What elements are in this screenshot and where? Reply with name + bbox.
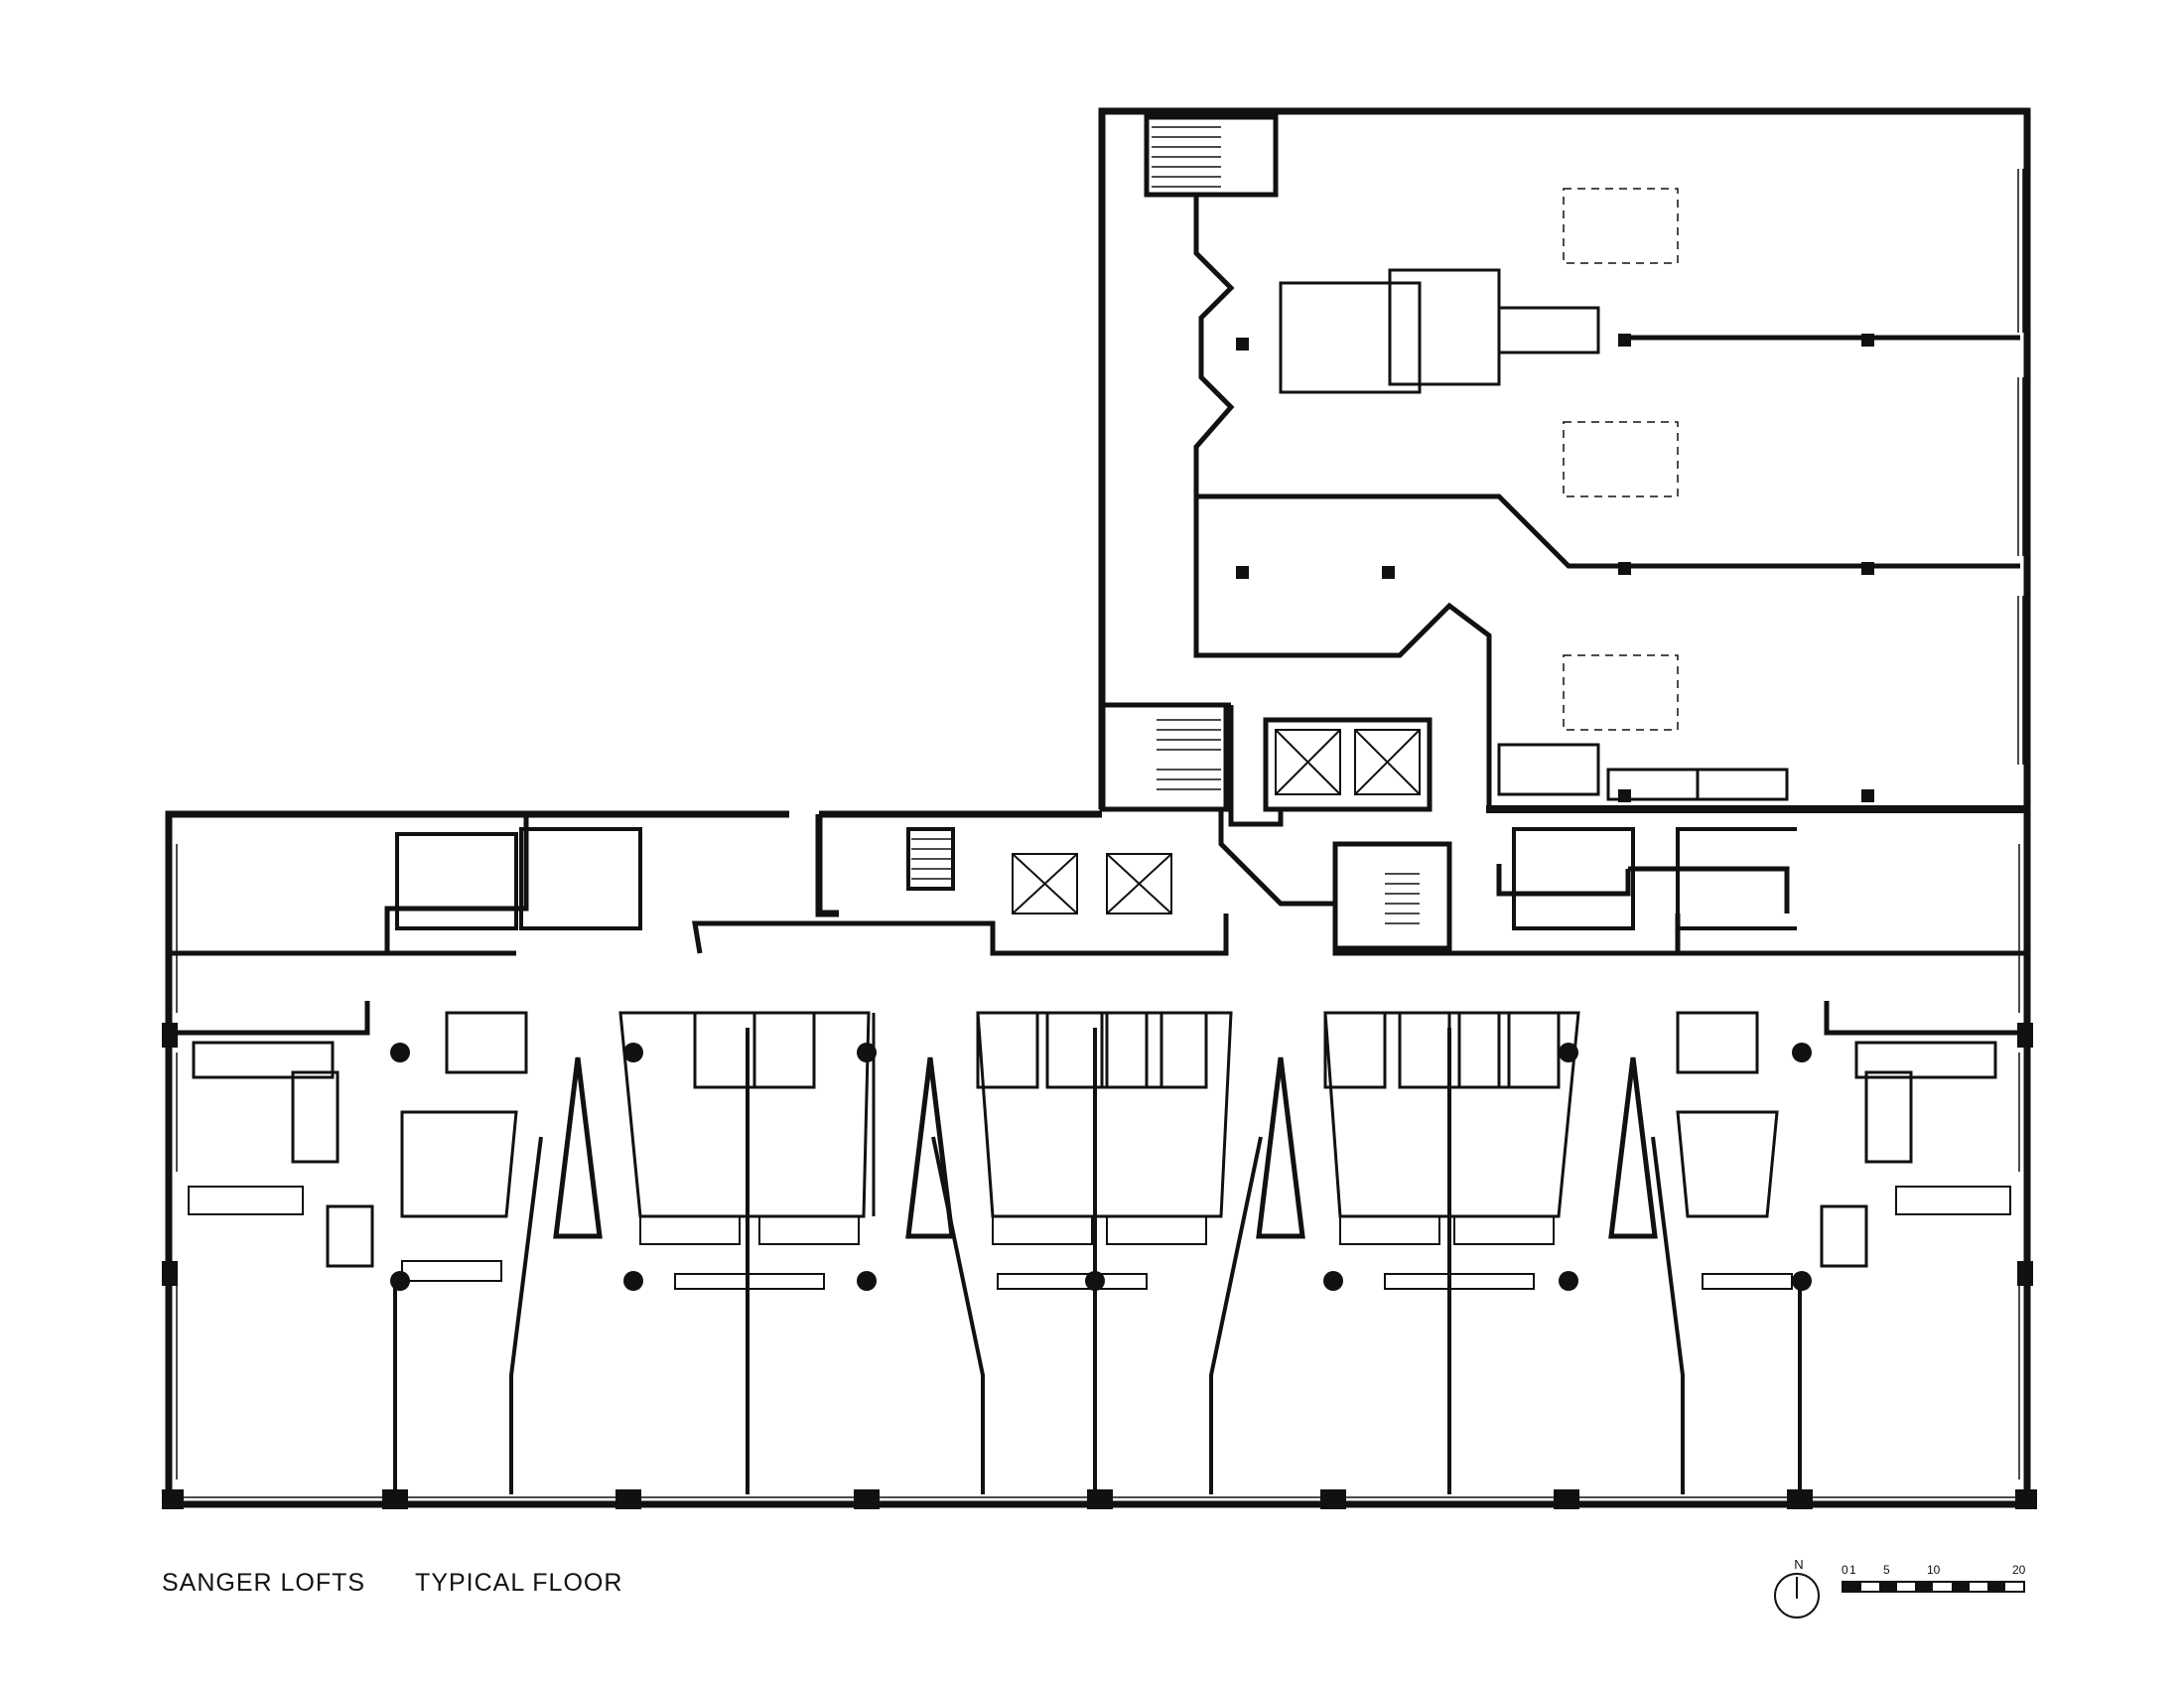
- north-wing-columns: [1236, 334, 1874, 802]
- north-wing-baths: [1279, 268, 1789, 801]
- scale-tick-label: 0: [1842, 1563, 1848, 1577]
- drawing-subtitle: TYPICAL FLOOR: [415, 1569, 623, 1597]
- north-stair: [1144, 114, 1279, 198]
- perimeter-piers: [162, 1023, 2037, 1509]
- core-stairs: [906, 719, 1420, 924]
- elevators: [1012, 729, 1421, 914]
- scale-tick-label: 10: [1927, 1563, 1941, 1577]
- unit-demising-walls: [393, 1028, 1802, 1494]
- central-core: [1099, 702, 1452, 951]
- interior-columns: [390, 1043, 1812, 1291]
- north-wing: [1098, 107, 2031, 813]
- main-corridor: [169, 814, 2027, 1036]
- scale-tick-label: 1: [1849, 1563, 1856, 1577]
- skylights: [1563, 188, 1679, 731]
- north-label: N: [1794, 1557, 1804, 1572]
- scale-bar-graphic: [1842, 1581, 2025, 1593]
- north-arrow-circle-icon: [1774, 1573, 1820, 1618]
- north-needle-icon: [1796, 1577, 1798, 1599]
- drawing-caption: SANGER LOFTS TYPICAL FLOOR: [162, 1569, 622, 1598]
- south-block-exterior: [165, 809, 2031, 1508]
- drawing-title: SANGER LOFTS: [162, 1569, 366, 1597]
- bathroom-pods: [192, 1011, 1997, 1268]
- northwest-units: [395, 827, 1797, 930]
- south-block-windows: [174, 844, 2021, 1498]
- scale-bar: 0 1 5 10 20: [1842, 1563, 2030, 1603]
- scale-tick-label: 5: [1883, 1563, 1890, 1577]
- triangular-shafts: [553, 1056, 1658, 1239]
- north-arrow: N: [1772, 1557, 1826, 1626]
- north-wing-windows: [2017, 169, 2024, 765]
- scale-tick-label: 20: [2012, 1563, 2026, 1577]
- kitchen-counters: [188, 1186, 2011, 1290]
